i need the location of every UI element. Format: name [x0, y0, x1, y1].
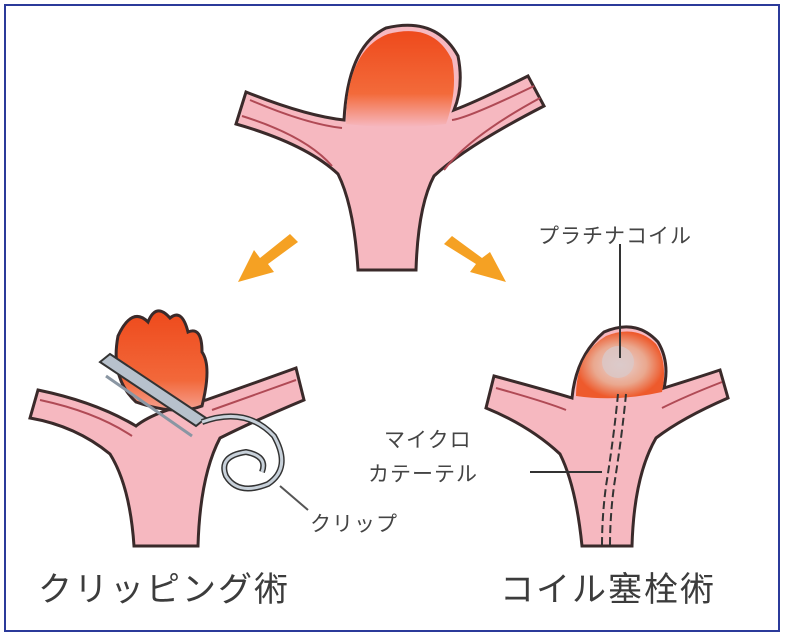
label-micro: マイクロ — [384, 424, 472, 454]
label-platinum-coil: プラチナコイル — [538, 220, 692, 250]
arrow-right — [444, 236, 506, 282]
top-vessel — [236, 25, 544, 270]
label-clip: クリップ — [310, 508, 398, 538]
arrow-left — [238, 234, 298, 282]
aneurysm-diagram — [6, 6, 782, 634]
caption-coil: コイル塞栓術 — [500, 562, 716, 611]
caption-clipping: クリッピング術 — [38, 562, 290, 611]
label-catheter: カテーテル — [368, 458, 478, 488]
diagram-frame: プラチナコイル マイクロ カテーテル クリップ クリッピング術 コイル塞栓術 — [4, 4, 780, 632]
